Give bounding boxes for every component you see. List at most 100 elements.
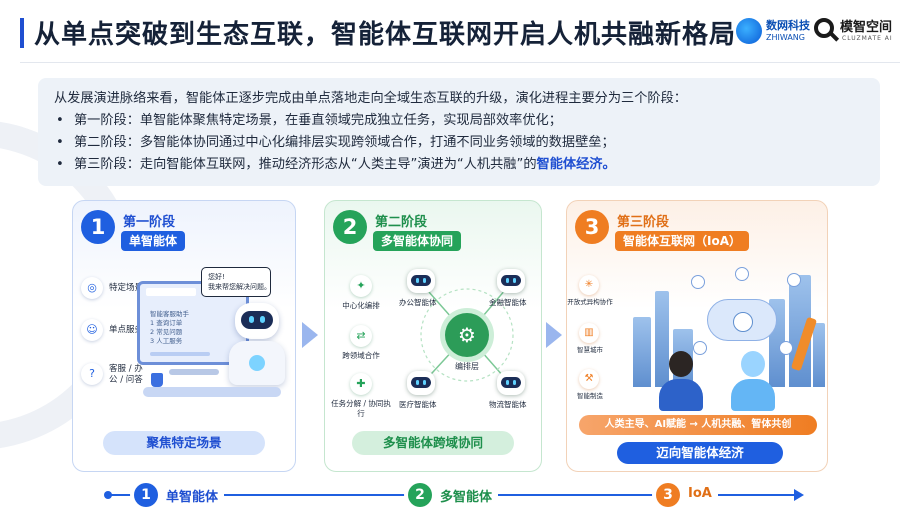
intro-bullet-2: • 第二阶段：多智能体协同通过中心化编排层实现跨领域合作，打通不同业务领域的数据壁… <box>54 132 864 154</box>
intro-lead: 从发展演进脉络来看，智能体正逐步完成由单点落地走向全域生态互联的升级，演化进程主… <box>54 91 687 106</box>
intro-panel: 从发展演进脉络来看，智能体正逐步完成由单点落地走向全域生态互联的升级，演化进程主… <box>38 78 880 186</box>
monitor-tab <box>146 288 196 296</box>
side3-label-factory: 智能制造 <box>577 392 603 400</box>
stage-1-footer: 聚焦特定场景 <box>103 431 265 455</box>
stage-2-label: 第二阶段 <box>375 215 428 230</box>
agent-office-label: 办公智能体 <box>399 298 437 307</box>
network-node <box>693 341 707 355</box>
desk <box>143 387 281 397</box>
stage-1-label: 第一阶段 <box>123 215 176 230</box>
ai-figure <box>729 351 777 411</box>
bullet-text: 第一阶段：单智能体聚焦特定场景，在垂直领域完成独立任务，实现局部效率优化； <box>74 113 562 128</box>
office-agent-robot <box>407 269 435 293</box>
ai-head <box>741 351 765 377</box>
puzzle-icon: ✚ <box>350 373 372 395</box>
agent-logistics-label: 物流智能体 <box>489 400 527 409</box>
cloud-network <box>707 299 777 341</box>
robot-eye <box>416 278 419 283</box>
robot-face <box>411 377 431 388</box>
building <box>813 323 825 387</box>
robot-face <box>241 311 273 329</box>
intro-bullet-1: •第一阶段：单智能体聚焦特定场景，在垂直领域完成独立任务，实现局部效率优化； <box>54 110 864 132</box>
network-node <box>779 341 793 355</box>
robot-head <box>235 303 279 339</box>
title-accent-bar <box>20 18 24 48</box>
bubble-line-2: 我来帮您解决问题。 <box>208 283 271 291</box>
stage-1-name: 单智能体 <box>121 231 186 251</box>
stage-2-card: 2 第二阶段 多智能体协同 ✦ 中心化编排 ⇄ 跨领域合作 ✚ 任务分解 / 协… <box>324 200 542 472</box>
monitor-line-3: 2 常见问题 <box>150 328 183 336</box>
side3-label-open: 开放式异构协作 <box>567 298 613 306</box>
side-label-cross: 跨领域合作 <box>342 351 380 360</box>
stage-3-label: 第三阶段 <box>617 215 670 230</box>
monitor-line-1: 智能客服助手 <box>150 310 189 318</box>
human-body <box>659 379 703 411</box>
robot-eye <box>506 278 509 283</box>
robot-eye <box>416 380 419 385</box>
stage-2-number: 2 <box>333 210 367 244</box>
stage-3-footer: 迈向智能体经济 <box>617 442 783 464</box>
robot-eye <box>513 278 516 283</box>
robot-face <box>501 377 521 388</box>
robot-eye <box>513 380 516 385</box>
flow-arrow-1-to-2 <box>302 322 318 348</box>
nodes-icon: ✳ <box>579 275 599 295</box>
bullet-mark: • <box>56 157 64 172</box>
progress-timeline: 1 单智能体 2 多智能体 3 IoA <box>0 478 920 512</box>
building <box>633 317 651 387</box>
feature-qa: 客服 / 办公 / 问答 <box>109 364 143 385</box>
network-icon: ✦ <box>350 275 372 297</box>
agent-finance-label: 金融智能体 <box>489 298 527 307</box>
bullet-text: 第二阶段：多智能体协同通过中心化编排层实现跨领域合作，打通不同业务领域的数据壁垒… <box>74 135 615 150</box>
building <box>655 291 669 387</box>
city-skyline <box>619 267 825 387</box>
finance-agent-robot <box>497 269 525 293</box>
robot-eye <box>249 316 254 323</box>
human-head <box>669 351 693 377</box>
logistics-agent-robot <box>497 371 525 395</box>
logo-secondary-name: 模智空间 <box>840 20 893 35</box>
robot-eye <box>506 380 509 385</box>
robot-eye <box>423 278 426 283</box>
speech-bubble: 您好! 我来帮您解决问题。 <box>201 267 271 297</box>
question-icon: ? <box>81 363 103 385</box>
stage-1-number: 1 <box>81 210 115 244</box>
medical-agent-robot <box>407 371 435 395</box>
magnifier-icon <box>814 18 834 38</box>
mug <box>151 373 163 387</box>
side-label-task: 任务分解 / 协同执行 <box>331 399 391 418</box>
robot-eye <box>423 380 426 385</box>
zhiwang-logo: 数网科技 ZHIWANG <box>736 14 810 48</box>
globe-icon <box>736 18 762 44</box>
target-icon: ◎ <box>81 277 103 299</box>
feature-service: 单点服务 <box>109 325 144 335</box>
ai-body <box>731 379 775 411</box>
magnifier-handle <box>829 32 840 42</box>
timeline-step-2-label: 多智能体 <box>434 486 499 505</box>
timeline-step-2-number: 2 <box>408 483 432 507</box>
timeline-step-1-label: 单智能体 <box>160 486 225 505</box>
robot-face <box>501 275 521 286</box>
hub-orbit <box>420 288 514 382</box>
logo-primary-name: 数网科技 <box>766 19 810 32</box>
timeline-step-3-number: 3 <box>656 483 680 507</box>
bullet-emphasis: 智能体经济。 <box>536 157 616 172</box>
cloud-core <box>733 312 753 332</box>
bullet-text: 第三阶段：走向智能体互联网，推动经济形态从“人类主导”演进为“人机共融”的 <box>74 157 537 172</box>
robot-body <box>229 341 285 385</box>
monitor-line-4: 3 人工服务 <box>150 337 183 345</box>
timeline-start-dot <box>104 491 112 499</box>
network-node <box>691 275 705 289</box>
logo-primary-sub: ZHIWANG <box>766 33 805 42</box>
monitor-line-2: 1 查询订单 <box>150 319 183 327</box>
robot-face <box>411 275 431 286</box>
stage-3-name: 智能体互联网（IoA） <box>615 231 749 251</box>
network-node <box>787 273 801 287</box>
stage-3-number: 3 <box>575 210 609 244</box>
building-icon: ▥ <box>579 323 599 343</box>
header: 从单点突破到生态互联，智能体互联网开启人机共融新格局 数网科技 ZHIWANG … <box>0 0 920 66</box>
bullet-mark: • <box>56 135 64 150</box>
handshake-icon: ⇄ <box>350 325 372 347</box>
transition-banner: 人类主导、AI赋能 → 人机共融、智体共创 <box>579 415 817 435</box>
agent-medical-label: 医疗智能体 <box>399 400 437 409</box>
